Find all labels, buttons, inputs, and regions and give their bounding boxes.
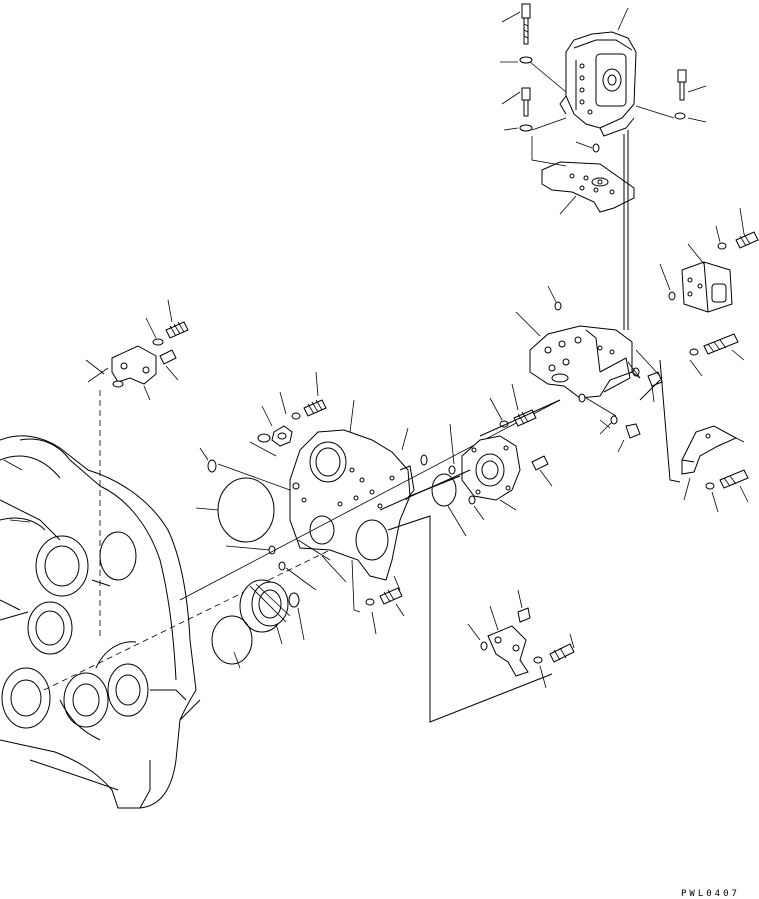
drawing-code: PWL0407 [681, 889, 740, 899]
gear-cover-plate [290, 400, 427, 580]
pump-fasteners [500, 4, 706, 131]
lower-bolts-middle [352, 560, 404, 634]
oil-seal-cage [240, 580, 304, 644]
cover-hardware [200, 372, 326, 490]
small-bracket-left [86, 300, 188, 400]
main-pump [560, 8, 636, 136]
o-ring-small [212, 616, 252, 664]
axis-line [180, 400, 560, 600]
pipe-lines [380, 130, 680, 722]
engine-housing [0, 390, 330, 808]
adaptor-plate [532, 136, 634, 214]
o-ring-large [218, 478, 274, 542]
valve-bracket [516, 286, 662, 452]
pump-flange [432, 384, 552, 536]
lower-bracket [468, 590, 574, 688]
aux-pump [660, 208, 758, 312]
lower-right-bracket [682, 426, 748, 512]
right-bolts [690, 334, 744, 376]
